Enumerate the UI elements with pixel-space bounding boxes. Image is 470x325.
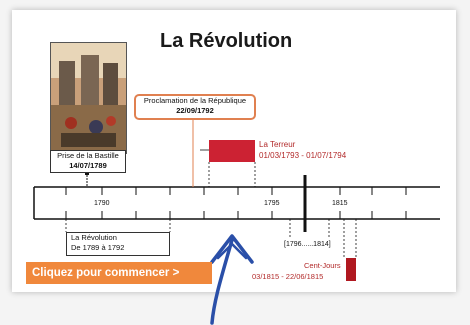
republique-box: Proclamation de la République 22/09/1792 — [134, 94, 256, 120]
cent-jours-name: Cent-Jours — [304, 261, 341, 270]
bastille-painting — [50, 42, 127, 154]
cent-jours-dates: 03/1815 - 22/06/1815 — [252, 272, 324, 281]
page-title: La Révolution — [160, 30, 293, 52]
cent-jours-block — [346, 258, 356, 281]
terreur-dates: 01/03/1793 - 01/07/1794 — [259, 151, 347, 160]
pointer-arrow-icon — [210, 234, 254, 325]
terreur-block — [209, 140, 255, 162]
terreur-name: La Terreur — [259, 140, 296, 149]
bastille-caption: Prise de la Bastille 14/07/1789 — [50, 150, 126, 173]
tick-1790: 1790 — [94, 200, 110, 207]
empire-span-label: [1796......1814] — [284, 241, 331, 248]
tick-1815: 1815 — [332, 200, 348, 207]
bastille-marker — [85, 171, 89, 175]
revolution-box: La Révolution De 1789 à 1792 — [66, 232, 170, 256]
tick-1795: 1795 — [264, 200, 280, 207]
start-button[interactable]: Cliquez pour commencer > — [26, 262, 212, 284]
timeline-ticks — [65, 187, 407, 219]
